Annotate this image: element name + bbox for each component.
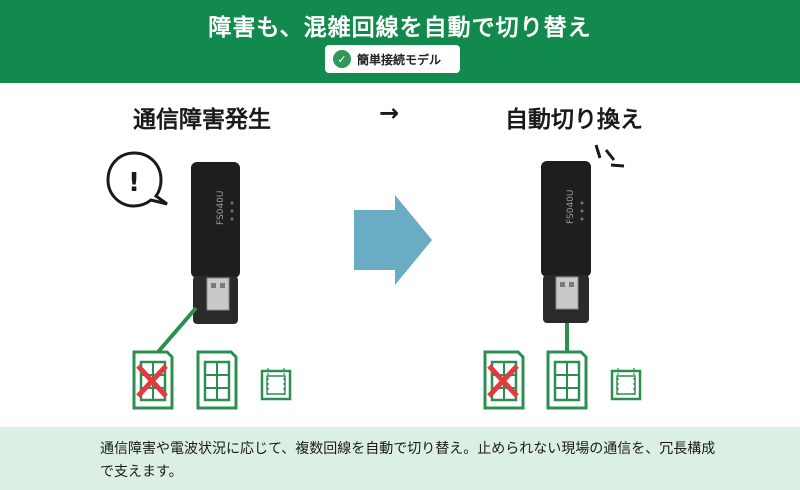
sim-card-icon-failed-right — [483, 350, 525, 410]
device-label-right: FS040U — [566, 190, 576, 225]
chip-icon-right — [610, 368, 642, 402]
header-banner: 障害も、混雑回線を自動で切り替え ✓ 簡単接続モデル — [0, 0, 800, 83]
sim-card-icon-failed — [132, 350, 174, 410]
right-section-title: 自動切り換え — [505, 107, 643, 133]
big-arrow-icon — [354, 195, 432, 285]
left-section-title: 通信障害発生 — [133, 107, 271, 133]
exclamation-bubble-icon: ! — [106, 151, 168, 208]
chip-icon — [260, 368, 292, 402]
device-label: FS040U — [216, 191, 226, 226]
footer-description: 通信障害や電波状況に応じて、複数回線を自動で切り替え。止められない現場の通信を、… — [100, 441, 716, 480]
alert-symbol: ! — [128, 168, 140, 198]
illustration: ! FS040U — [106, 144, 642, 410]
footer-panel: 通信障害や電波状況に応じて、複数回線を自動で切り替え。止められない現場の通信を、… — [0, 427, 800, 490]
usb-modem-right: FS040U — [541, 161, 591, 352]
sim-card-icon — [196, 350, 238, 410]
badge-label: 簡単接続モデル — [357, 52, 442, 67]
arrow-right-icon: → — [379, 99, 400, 127]
sim-card-icon-active — [546, 350, 588, 410]
header-title: 障害も、混雑回線を自動で切り替え — [208, 15, 592, 41]
activation-lines-icon — [594, 144, 625, 168]
check-circle-icon: ✓ — [333, 50, 351, 68]
usb-modem-left: FS040U — [156, 162, 240, 354]
model-badge: ✓ 簡単接続モデル — [325, 45, 460, 73]
